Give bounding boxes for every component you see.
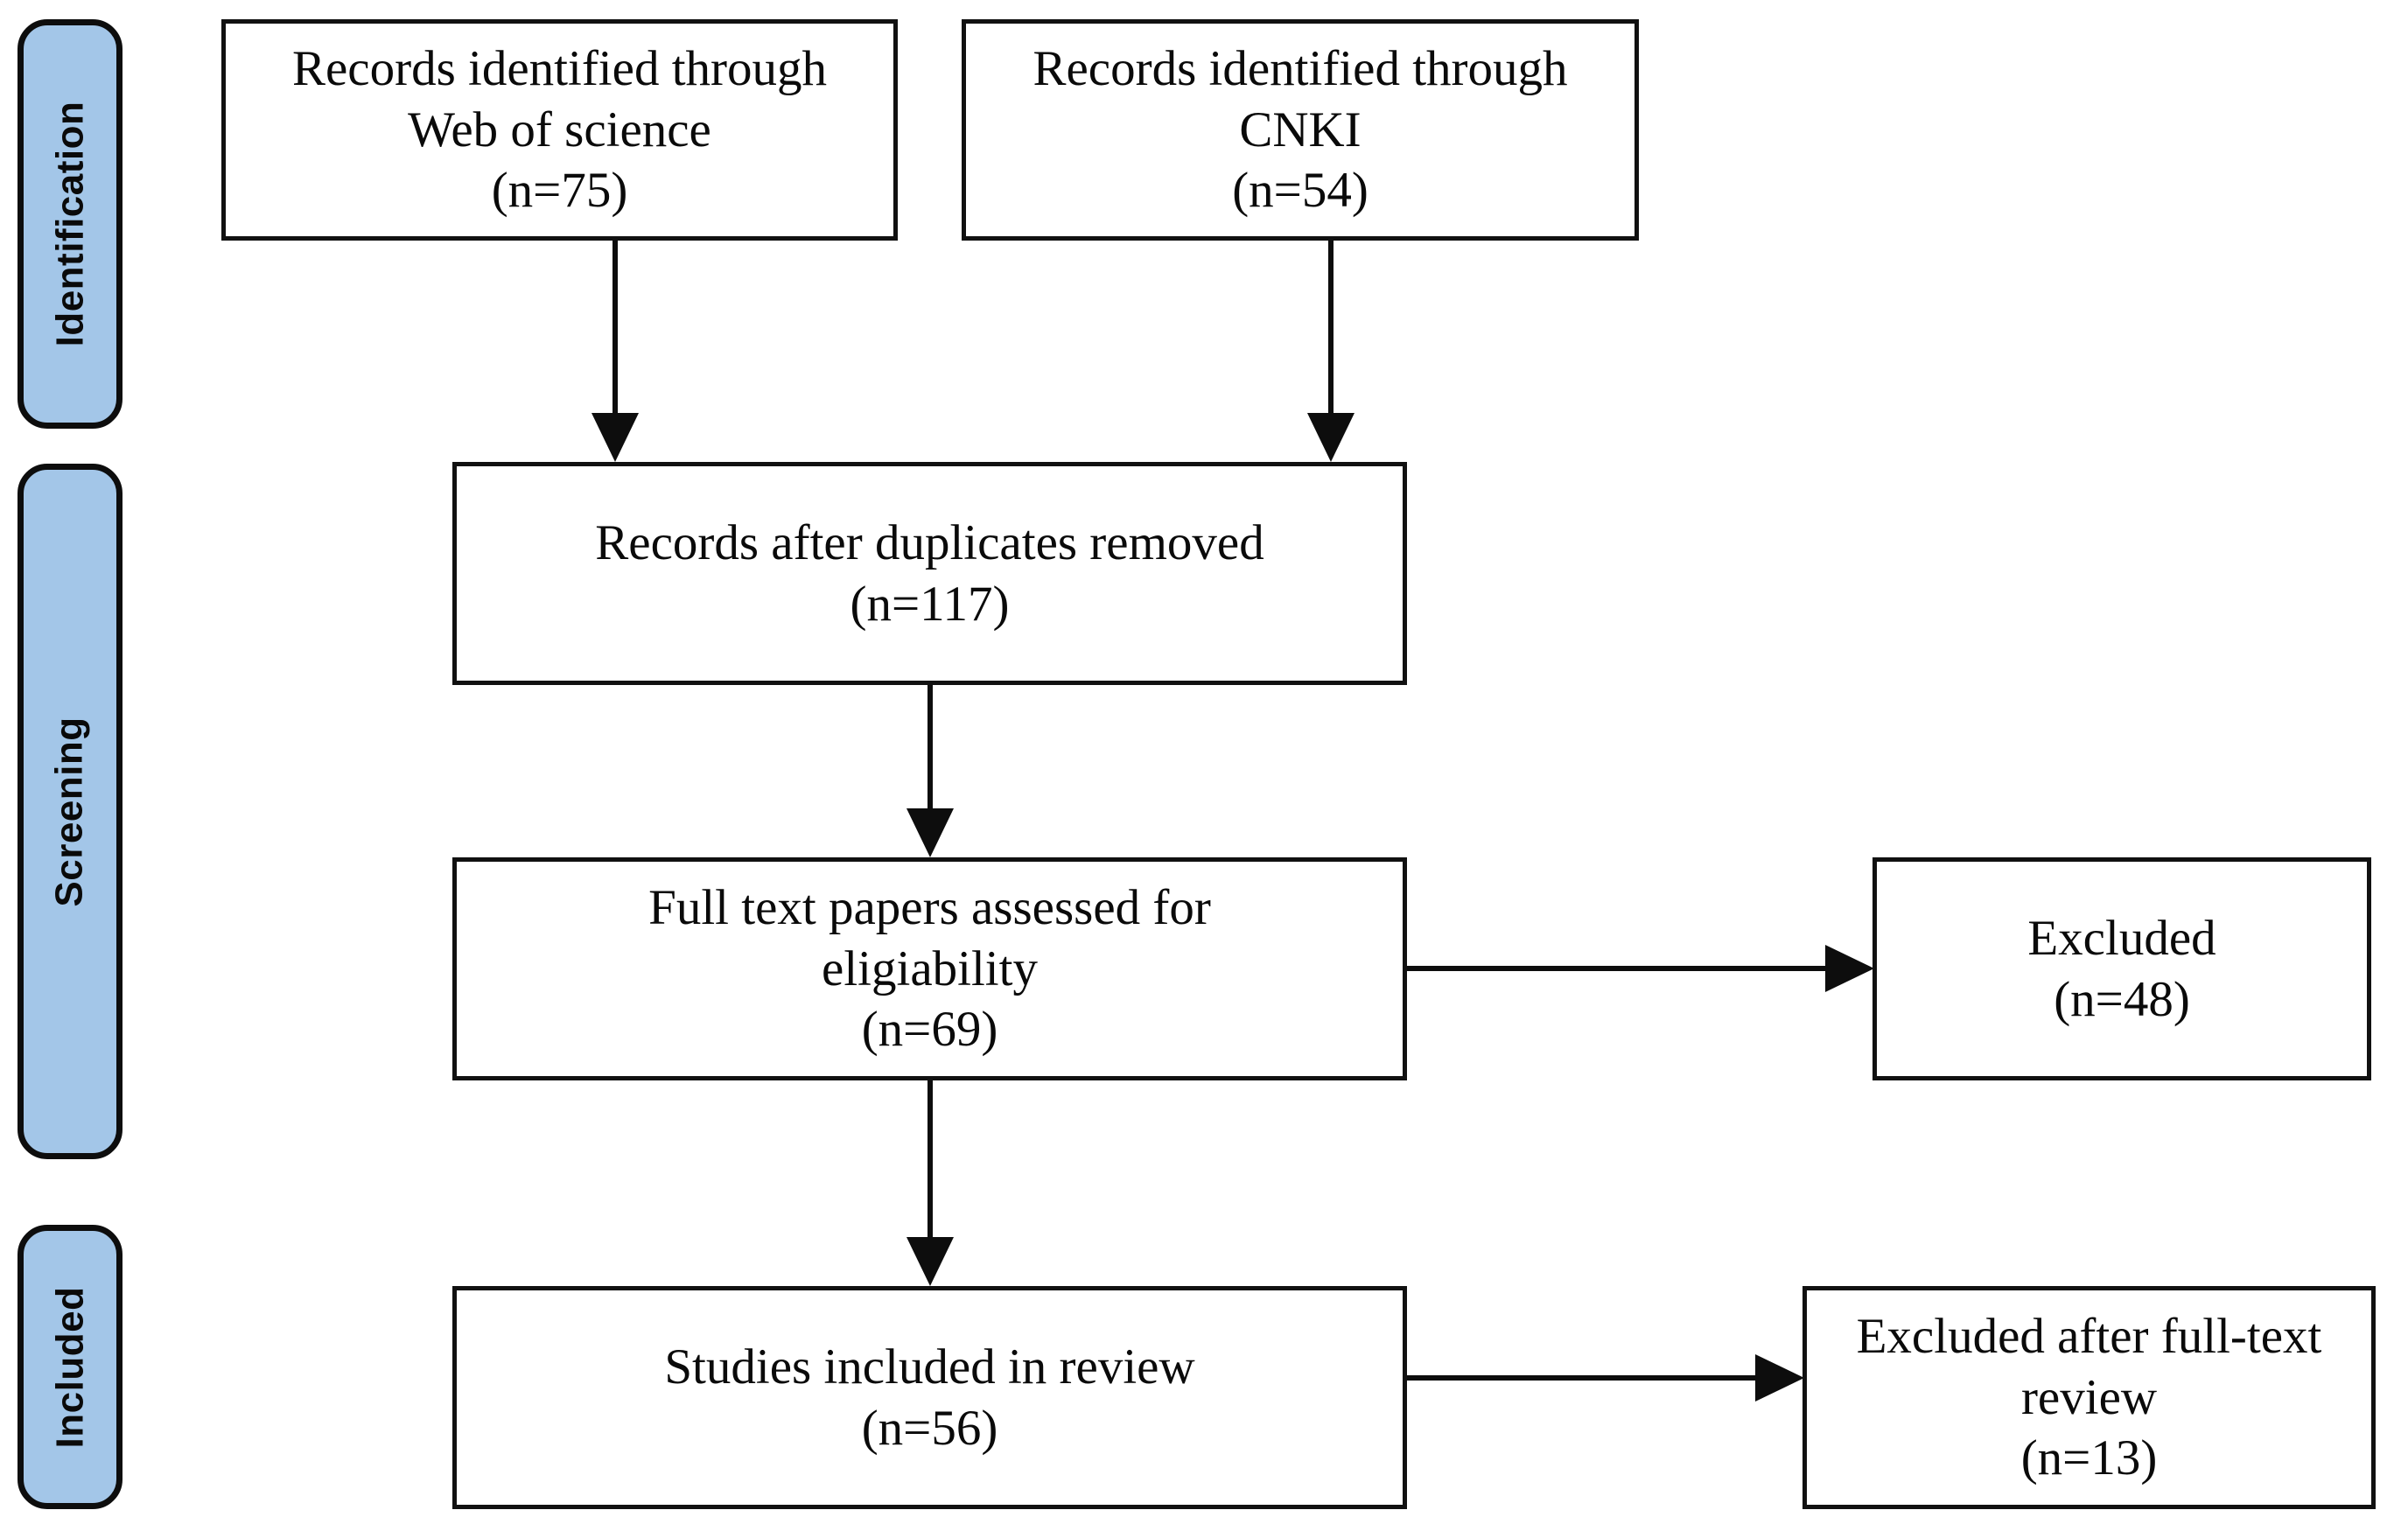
box-wos-line2: Web of science <box>408 101 711 157</box>
box-records-cnki: Records identified through CNKI (n=54) <box>962 19 1639 241</box>
box-records-after-duplicates-removed: Records after duplicates removed (n=117) <box>452 462 1407 685</box>
box-eligibility-count: (n=69) <box>861 1002 998 1058</box>
arrowhead-eligibility-to-excluded <box>1825 945 1874 992</box>
arrowhead-duplicates-to-eligibility <box>906 808 954 857</box>
box-included-count: (n=56) <box>861 1400 998 1456</box>
box-excluded: Excluded (n=48) <box>1872 857 2371 1080</box>
box-full-text-assessed-for-eligibility: Full text papers assessed for eligiabili… <box>452 857 1407 1080</box>
box-cnki-line2: CNKI <box>1239 101 1362 157</box>
arrowhead-cnki-to-duplicates <box>1307 413 1354 462</box>
connector-eligibility-to-excluded <box>1407 966 1825 971</box>
stage-included-label: Included <box>48 1286 91 1448</box>
box-excluded-fulltext-line1: Excluded after full-text <box>1856 1309 2322 1365</box>
box-cnki-line1: Records identified through <box>1032 41 1568 97</box>
box-cnki-count: (n=54) <box>1232 163 1368 219</box>
connector-cnki-to-duplicates <box>1328 241 1334 413</box>
arrowhead-included-to-excluded-fulltext <box>1755 1354 1804 1402</box>
box-excluded-count: (n=48) <box>2054 971 2190 1027</box>
box-excluded-after-full-text-review: Excluded after full-text review (n=13) <box>1802 1286 2376 1509</box>
arrowhead-wos-to-duplicates <box>592 413 639 462</box>
box-wos-count: (n=75) <box>491 163 628 219</box>
connector-wos-to-duplicates <box>612 241 618 413</box>
box-eligibility-line1: Full text papers assessed for <box>648 880 1211 936</box>
box-wos-line1: Records identified through <box>291 41 828 97</box>
box-excluded-line1: Excluded <box>2027 910 2216 966</box>
box-records-web-of-science: Records identified through Web of scienc… <box>221 19 898 241</box>
stage-identification: Identification <box>18 19 122 429</box>
connector-eligibility-to-included <box>928 1080 933 1237</box>
box-duplicates-count: (n=117) <box>850 576 1010 632</box>
stage-identification-label: Identification <box>48 101 91 347</box>
box-excluded-fulltext-line2: review <box>2020 1369 2158 1425</box>
box-excluded-fulltext-count: (n=13) <box>2020 1430 2158 1486</box>
stage-included: Included <box>18 1225 122 1509</box>
box-eligibility-line2: eligiability <box>822 940 1038 996</box>
connector-duplicates-to-eligibility <box>928 685 933 808</box>
box-included-line1: Studies included in review <box>664 1339 1195 1395</box>
stage-screening: Screening <box>18 464 122 1159</box>
connector-included-to-excluded-fulltext <box>1407 1375 1755 1381</box>
arrowhead-eligibility-to-included <box>906 1237 954 1286</box>
box-duplicates-line1: Records after duplicates removed <box>595 514 1264 570</box>
stage-screening-label: Screening <box>48 716 91 907</box>
box-studies-included-in-review: Studies included in review (n=56) <box>452 1286 1407 1509</box>
